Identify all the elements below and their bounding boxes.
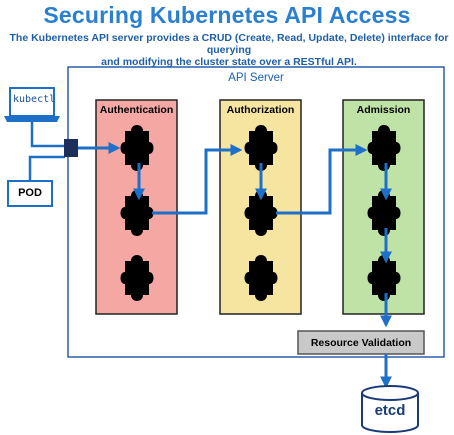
puzzle-piece-icon <box>367 190 401 236</box>
database-icon <box>361 385 419 433</box>
kubectl-connector <box>30 122 65 148</box>
etcd-label: etcd <box>374 402 406 419</box>
stage-label-admission: Admission <box>356 104 411 116</box>
pod-box <box>7 180 53 207</box>
pod-label: POD <box>18 187 42 199</box>
resource-validation-label: Resource Validation <box>310 337 412 349</box>
puzzle-piece-icon <box>120 190 154 236</box>
kubectl-label: kubectl <box>13 94 56 105</box>
laptop-icon <box>4 87 60 122</box>
puzzle-piece-icon <box>244 255 278 301</box>
page-subtitle: The Kubernetes API server provides a CRU… <box>6 32 452 68</box>
gateway-icon <box>64 139 78 157</box>
stage-label-authentication: Authentication <box>99 104 174 116</box>
puzzle-piece-icon <box>367 125 401 171</box>
subtitle-line-2: and modifying the cluster state over a R… <box>101 56 357 68</box>
puzzle-piece-icon <box>367 255 401 301</box>
api-server-label: API Server <box>228 72 284 84</box>
puzzle-piece-icon <box>120 125 154 171</box>
pod-connector <box>28 155 65 181</box>
puzzle-piece-icon <box>120 255 154 301</box>
authz-to-admission-arrow <box>276 144 368 215</box>
auth-to-authz-arrow <box>152 144 243 215</box>
resource-validation-box <box>297 330 425 355</box>
subtitle-line-1: The Kubernetes API server provides a CRU… <box>9 32 449 56</box>
stage-label-authorization: Authorization <box>226 104 295 116</box>
page-title: Securing Kubernetes API Access <box>43 2 411 28</box>
